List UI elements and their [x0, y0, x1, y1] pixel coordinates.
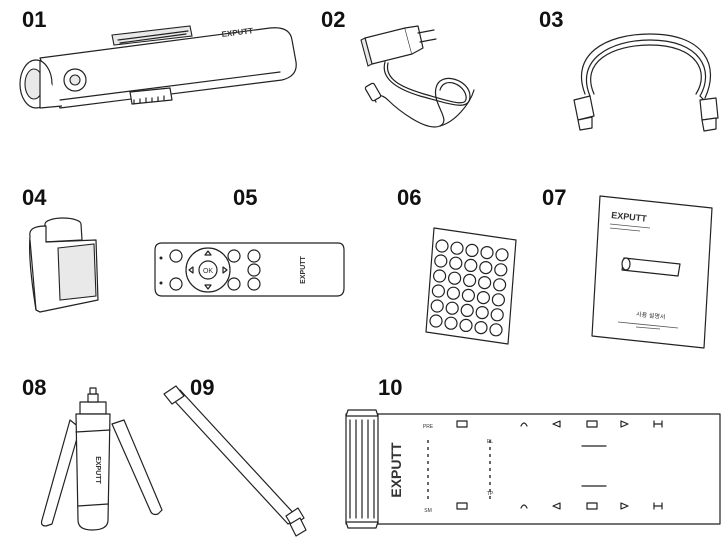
mat-tick: [427, 482, 429, 485]
mat-tick: [489, 447, 491, 450]
mat-tick: [427, 454, 429, 457]
sticker-dot: [474, 321, 488, 335]
remote-illustration: OK EXPUTT: [154, 242, 345, 297]
charger-illustration: [360, 25, 475, 128]
mat-marker: [586, 502, 598, 510]
manual-subtitle-text: 사용 설명서: [636, 310, 666, 321]
sticker-dot: [495, 248, 509, 262]
sticker-dot: [463, 273, 477, 287]
sticker-dot: [433, 269, 447, 283]
mat-marker: [552, 420, 561, 428]
mat-tick: [427, 461, 429, 464]
mat-marker: [620, 420, 629, 428]
sticker-dot: [459, 318, 473, 332]
mat-tick: [489, 440, 491, 443]
mat-tick: [427, 496, 429, 499]
sticker-dot: [491, 293, 505, 307]
sticker-dot: [479, 261, 493, 275]
manual-illustration: EXPUTT 사용 설명서: [591, 195, 713, 349]
sticker-dot: [461, 288, 475, 302]
mat-tick: [427, 468, 429, 471]
mat-marker: [552, 502, 561, 510]
mat-marker: [456, 420, 468, 428]
sticker-dot: [449, 256, 463, 270]
remote-brand-text: EXPUTT: [300, 255, 307, 283]
mat-tick: [489, 461, 491, 464]
sticker-dot: [444, 316, 458, 330]
item-number-05: 05: [233, 185, 258, 210]
item-number-03: 03: [539, 7, 564, 32]
sticker-sheet-illustration: [425, 227, 517, 345]
item-number-08: 08: [22, 375, 47, 400]
manual-brand-text: EXPUTT: [611, 210, 648, 224]
mat-tick: [427, 489, 429, 492]
sticker-dot: [489, 323, 503, 337]
sticker-dot: [448, 271, 462, 285]
mat-tick: [489, 482, 491, 485]
mat-marker: [586, 420, 598, 428]
mat-marker: [653, 502, 663, 510]
mat-marker: [456, 502, 468, 510]
item-number-02: 02: [321, 7, 346, 32]
mat-tick: [427, 440, 429, 443]
mat-marker: [653, 420, 663, 428]
item-number-07: 07: [542, 185, 567, 210]
tripod-brand-text: EXPUTT: [94, 456, 101, 484]
item-number-10: 10: [378, 375, 403, 400]
item-number-06: 06: [397, 185, 422, 210]
pole-illustration: [163, 385, 307, 537]
item-number-04: 04: [22, 185, 47, 210]
mat-tick: [427, 475, 429, 478]
mat-marker: [520, 504, 528, 509]
mat-tick: [489, 489, 491, 492]
mat-label-center-bottom: TP: [487, 491, 494, 497]
sticker-dot: [493, 278, 507, 292]
mat-tick: [489, 496, 491, 499]
holder-illustration: [29, 217, 99, 313]
mat-tick: [489, 454, 491, 457]
mat-tick: [489, 468, 491, 471]
sensor-brand-text: EXPUTT: [221, 26, 254, 39]
sticker-dot: [435, 239, 449, 253]
sticker-dot: [431, 284, 445, 298]
mat-marker: [620, 502, 629, 510]
sticker-dot: [430, 299, 444, 313]
mat-marker: [520, 422, 528, 427]
sticker-dot: [445, 301, 459, 315]
putting-mat-illustration: EXPUTT PRE SM EL TP: [345, 409, 721, 529]
sticker-dot: [480, 246, 494, 260]
sticker-dot: [460, 303, 474, 317]
mat-tick: [489, 475, 491, 478]
sticker-dot: [434, 254, 448, 268]
sticker-dot: [476, 291, 490, 305]
mat-label-left-top: PRE: [423, 424, 434, 430]
mat-brand-text: EXPUTT: [388, 442, 404, 498]
sticker-dot: [464, 258, 478, 272]
item-number-09: 09: [190, 375, 215, 400]
sticker-dot: [450, 241, 464, 255]
sticker-dot: [490, 308, 504, 322]
sticker-dot: [478, 276, 492, 290]
item-number-01: 01: [22, 7, 47, 32]
sticker-dot: [475, 306, 489, 320]
sticker-dot: [465, 243, 479, 257]
mat-tick: [427, 447, 429, 450]
sticker-dot: [429, 314, 443, 328]
mat-label-left-bottom: SM: [424, 508, 432, 514]
sticker-dot: [446, 286, 460, 300]
sticker-dot: [494, 263, 508, 277]
sensor-device-illustration: EXPUTT: [19, 25, 297, 109]
tripod-illustration: EXPUTT: [40, 387, 163, 531]
remote-ok-label: OK: [203, 268, 213, 275]
usb-cable-illustration: [573, 33, 719, 132]
